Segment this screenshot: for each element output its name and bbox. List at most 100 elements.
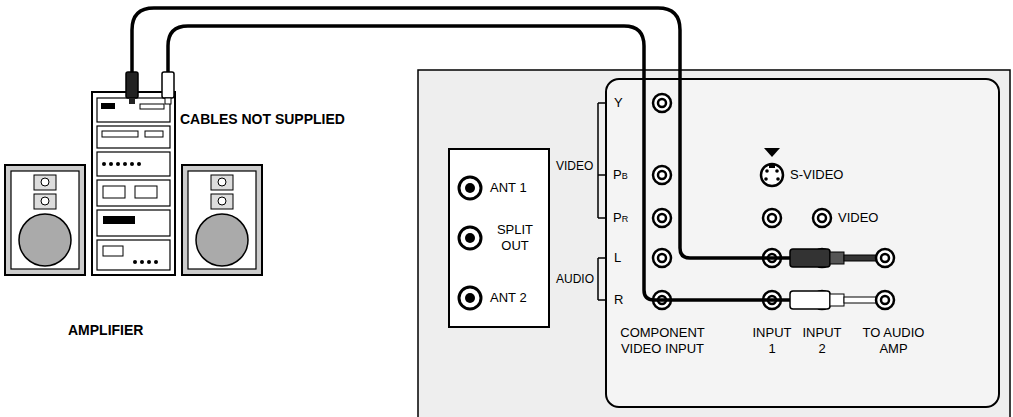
- illustration-part: [97, 180, 170, 206]
- illustration-part: [109, 162, 113, 166]
- illustration-part: [103, 186, 125, 198]
- illustration-part: [790, 291, 830, 309]
- note-label: CABLES NOT SUPPLIED: [180, 111, 345, 127]
- device-label: AMPLIFIER: [68, 322, 143, 338]
- illustration-part: [465, 293, 475, 303]
- illustration-part: [776, 177, 780, 181]
- illustration-part: [196, 214, 248, 266]
- illustration-part: [126, 72, 138, 98]
- illustration-part: [97, 126, 170, 148]
- illustration-part: [658, 254, 666, 262]
- illustration-part: [818, 214, 826, 222]
- group-label: AUDIO: [556, 271, 594, 287]
- amplifier-illustration: [92, 92, 175, 275]
- output-label: TO AUDIO AMP: [856, 325, 931, 357]
- illustration-part: [769, 164, 775, 168]
- illustration-part: [182, 165, 262, 275]
- illustration-part: [116, 162, 120, 166]
- input-label: INPUT 1: [750, 325, 794, 357]
- rca-jacks: [876, 249, 894, 309]
- illustration-part: [165, 98, 171, 104]
- illustration-part: [653, 249, 671, 267]
- illustration-part: [41, 197, 49, 205]
- illustration-part: [162, 72, 174, 98]
- illustration-part: [123, 162, 127, 166]
- illustration-part: [97, 152, 170, 176]
- illustration-part: [653, 209, 671, 227]
- illustration-part: [41, 178, 49, 186]
- illustration-part: [881, 296, 889, 304]
- jack-panel: YVIDEOPBPRS-VIDEOVIDEOLAUDIORCOMPONENT V…: [605, 78, 1000, 408]
- illustration-part: [830, 294, 844, 306]
- illustration-part: [876, 249, 894, 267]
- illustration-part: [11, 171, 79, 269]
- illustration-part: [465, 233, 475, 243]
- illustration-part: [34, 194, 56, 209]
- illustration-part: [137, 162, 141, 166]
- illustration-part: [218, 197, 226, 205]
- s-video-jack: [761, 148, 783, 186]
- illustration-part: [188, 171, 256, 269]
- illustration-part: [102, 131, 138, 137]
- illustration-part: [97, 210, 170, 236]
- illustration-part: [140, 104, 164, 109]
- illustration-part: [97, 98, 170, 122]
- illustration-part: [129, 98, 135, 104]
- illustration-part: [459, 177, 481, 199]
- illustration-part: [459, 227, 481, 249]
- signal-name: L: [614, 250, 621, 266]
- jack-label: ANT 1: [490, 180, 527, 196]
- illustration-part: [844, 297, 876, 303]
- signal-name: Y: [614, 95, 623, 111]
- antenna-panel-fill: [448, 148, 550, 328]
- illustration-part: [658, 99, 666, 107]
- illustration-part: [764, 177, 768, 181]
- illustration-part: [97, 240, 170, 270]
- input-label: INPUT 2: [800, 325, 844, 357]
- illustration-part: [813, 209, 831, 227]
- illustration-part: [168, 26, 792, 300]
- jack-label: ANT 2: [490, 290, 527, 306]
- illustration-part: [761, 164, 783, 186]
- illustration-part: [790, 249, 830, 267]
- illustration-part: [211, 175, 233, 190]
- illustration-part: [459, 287, 481, 309]
- rca-plug: [790, 249, 876, 309]
- jack-label: SPLIT OUT: [490, 222, 540, 254]
- illustration-part: [92, 92, 175, 275]
- illustration-part: [876, 291, 894, 309]
- jack-label: VIDEO: [838, 210, 878, 226]
- signal-name: PR: [613, 210, 628, 227]
- illustration-part: [5, 165, 85, 275]
- illustration-part: [211, 194, 233, 209]
- signal-name: PB: [613, 167, 628, 184]
- tv-housing: [418, 70, 1010, 417]
- illustration-part: [135, 186, 157, 198]
- illustration-part: [658, 171, 666, 179]
- illustration-part: [218, 178, 226, 186]
- input-label: COMPONENT VIDEO INPUT: [615, 325, 710, 357]
- speaker-illustration: [5, 165, 262, 275]
- illustration-part: [768, 214, 776, 222]
- illustration-part: [147, 260, 151, 264]
- illustration-part: [34, 175, 56, 190]
- signal-name: R: [614, 292, 623, 308]
- illustration-part: [765, 169, 769, 173]
- illustration-part: [140, 260, 144, 264]
- illustration-part: [653, 94, 671, 112]
- jack-label: S-VIDEO: [790, 167, 843, 183]
- antenna-jacks: [459, 177, 481, 309]
- jack-panel-fill: [605, 78, 1000, 408]
- illustration-part: [132, 8, 792, 258]
- illustration-part: [103, 216, 135, 224]
- illustration-part: [154, 260, 158, 264]
- illustration-part: [653, 166, 671, 184]
- illustration-part: [101, 103, 115, 109]
- illustration-part: [830, 252, 844, 264]
- illustration-part: [763, 209, 781, 227]
- illustration-part: [775, 169, 779, 173]
- illustration-part: [133, 260, 137, 264]
- group-label: VIDEO: [556, 158, 593, 174]
- illustration-part: [130, 162, 134, 166]
